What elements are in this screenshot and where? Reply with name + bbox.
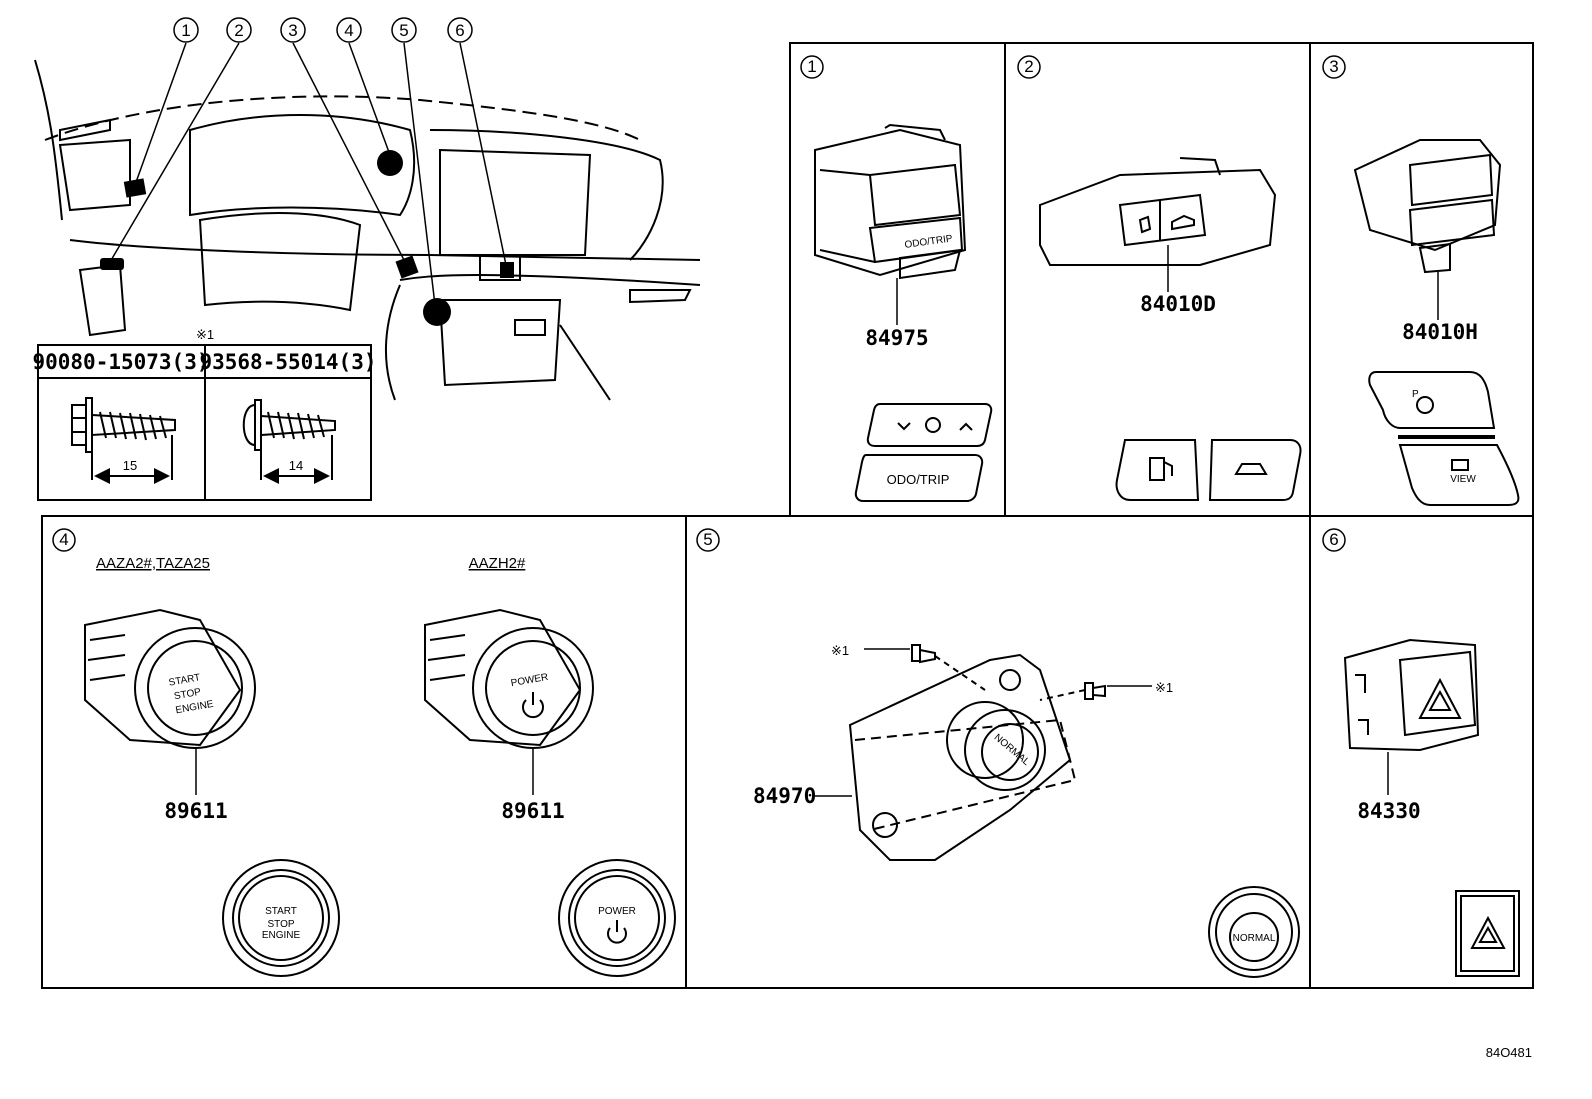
normal-dial-drawing: NORMAL (992, 732, 1032, 768)
callout-2: 2 (234, 21, 243, 40)
callout-circles (173, 17, 473, 43)
drive-mode-switch-drawing (848, 653, 1077, 861)
odo-trip-button-label: ODO/TRIP (887, 472, 950, 487)
fuel-trunk-switch-drawing (1039, 157, 1277, 266)
panel-5-number: 5 (703, 530, 712, 549)
panel-grid (41, 42, 1534, 989)
fastener-table (37, 344, 372, 501)
hazard-switch-drawing (1343, 638, 1480, 752)
fastener-part-2: 93568-55014(3) (199, 350, 376, 374)
screw-mark-right: ※1 (1155, 680, 1173, 695)
start-label: START (265, 906, 297, 917)
panel-2-number: 2 (1024, 57, 1033, 76)
panel-6-number: 6 (1329, 530, 1338, 549)
start-stop-switch-drawing (84, 608, 256, 749)
bolt-hex-icon (71, 397, 176, 484)
power-button-face (558, 859, 676, 977)
callout-5: 5 (399, 21, 408, 40)
callout-leaders (109, 42, 507, 306)
figure-id: 84O481 (1486, 1045, 1532, 1060)
part-number-84010D: 84010D (1140, 292, 1216, 316)
engine-label: ENGINE (262, 930, 301, 941)
bolt-pan-icon (242, 399, 336, 484)
engine-label-drawing: ENGINE (175, 699, 215, 717)
stop-label: STOP (267, 919, 294, 930)
panel-number-circles (52, 55, 1346, 552)
power-switch-drawing (424, 608, 594, 749)
callout-3: 3 (288, 21, 297, 40)
power-label: POWER (598, 906, 636, 917)
power-label-drawing: POWER (510, 672, 549, 689)
fuel-trunk-buttons (1115, 439, 1302, 501)
callout-6: 6 (455, 21, 464, 40)
odo-trip-switch-drawing (814, 123, 967, 280)
screw-icons (911, 644, 1106, 701)
fastener-note-mark: ※1 (196, 327, 214, 342)
start-label-drawing: START (168, 672, 201, 688)
part-number-89611-right: 89611 (501, 799, 564, 823)
part-number-84330: 84330 (1357, 799, 1420, 823)
panel-3-number: 3 (1329, 57, 1338, 76)
fastener-part-1: 90080-15073(3) (32, 350, 209, 374)
drive-mode-dial-face (1208, 886, 1300, 978)
odo-buttons (854, 403, 993, 502)
overview-markers (100, 150, 514, 326)
part-number-84970: 84970 (753, 784, 816, 808)
hazard-icon (1455, 890, 1520, 977)
part-number-89611-left: 89611 (164, 799, 227, 823)
start-stop-button-face (222, 859, 340, 977)
odo-trip-small-label: ODO/TRIP (904, 233, 954, 251)
part-number-84975: 84975 (865, 326, 928, 350)
screw-mark-left: ※1 (831, 643, 849, 658)
panel-1-number: 1 (807, 57, 816, 76)
callout-1: 1 (181, 21, 190, 40)
normal-dial-label: NORMAL (1233, 933, 1276, 944)
stop-label-drawing: STOP (173, 687, 202, 703)
callout-4: 4 (344, 21, 353, 40)
panel-4-number: 4 (59, 530, 68, 549)
model-code-left: AAZA2#,TAZA25 (96, 555, 210, 572)
fastener-length-2: 14 (289, 458, 303, 473)
parking-view-buttons (1368, 371, 1520, 506)
p-icon: P (1412, 389, 1419, 400)
model-code-right: AAZH2# (469, 555, 526, 572)
view-button-label: VIEW (1450, 474, 1476, 485)
fastener-length-1: 15 (123, 458, 137, 473)
parking-view-switch-drawing (1353, 139, 1502, 274)
part-number-84010H: 84010H (1402, 320, 1478, 344)
dashboard-overview (34, 59, 701, 401)
